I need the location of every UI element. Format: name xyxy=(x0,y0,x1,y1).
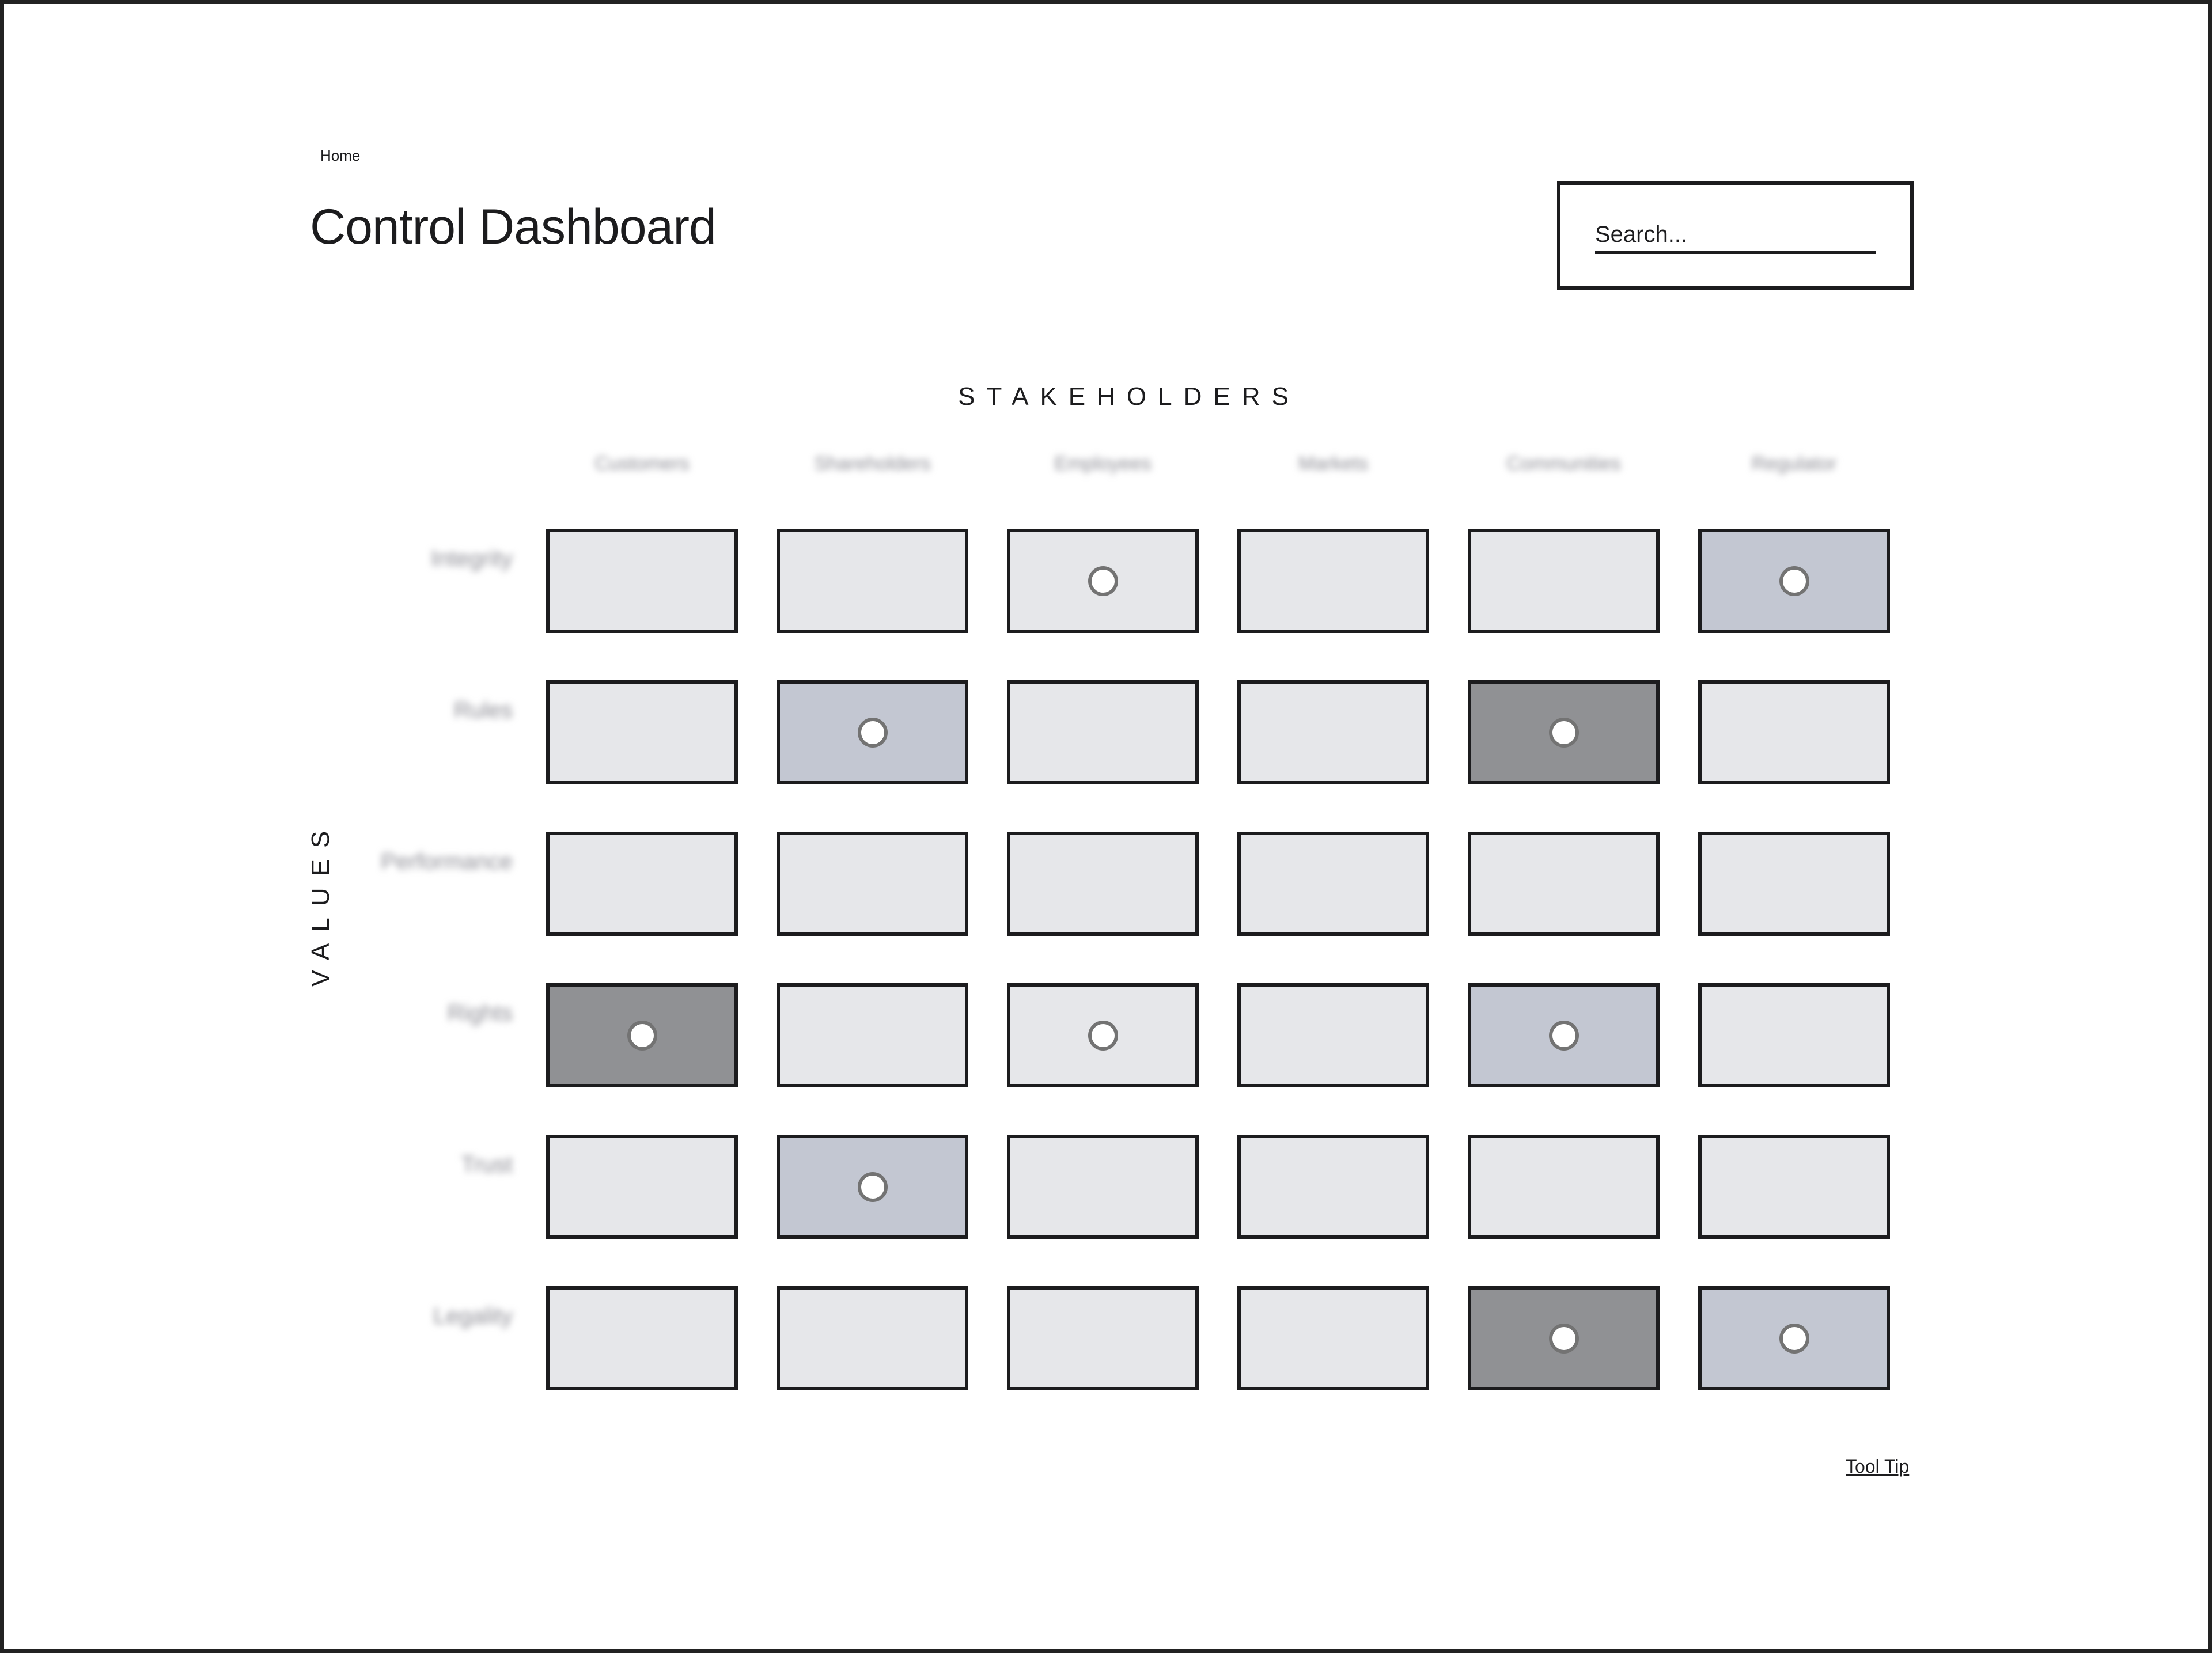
matrix-cell-legality-shareholders[interactable] xyxy=(777,1286,968,1390)
matrix-cell-rights-communities[interactable] xyxy=(1468,983,1660,1087)
circle-marker-icon xyxy=(1548,1323,1579,1354)
matrix-cell-legality-regulator[interactable] xyxy=(1698,1286,1890,1390)
matrix-cell-rules-markets[interactable] xyxy=(1237,680,1429,784)
matrix-cell-legality-communities[interactable] xyxy=(1468,1286,1660,1390)
circle-marker-icon xyxy=(1548,717,1579,748)
matrix-cell-rights-regulator[interactable] xyxy=(1698,983,1890,1087)
row-header-integrity: Integrity xyxy=(430,546,513,571)
matrix-cell-integrity-shareholders[interactable] xyxy=(777,529,968,633)
circle-marker-icon xyxy=(1779,1323,1809,1354)
matrix-cell-legality-employees[interactable] xyxy=(1007,1286,1199,1390)
matrix-cell-integrity-regulator[interactable] xyxy=(1698,529,1890,633)
matrix-cell-trust-shareholders[interactable] xyxy=(777,1135,968,1239)
matrix-cell-rules-shareholders[interactable] xyxy=(777,680,968,784)
circle-marker-icon xyxy=(1088,566,1118,596)
column-header-customers: Customers xyxy=(594,453,690,475)
matrix-cell-performance-regulator[interactable] xyxy=(1698,832,1890,936)
matrix-cell-rules-communities[interactable] xyxy=(1468,680,1660,784)
column-header-shareholders: Shareholders xyxy=(814,453,931,475)
search-box xyxy=(1557,181,1914,290)
matrix-cell-integrity-employees[interactable] xyxy=(1007,529,1199,633)
matrix-cell-rules-regulator[interactable] xyxy=(1698,680,1890,784)
matrix-cell-performance-customers[interactable] xyxy=(546,832,738,936)
matrix-cell-performance-markets[interactable] xyxy=(1237,832,1429,936)
matrix-cell-performance-employees[interactable] xyxy=(1007,832,1199,936)
matrix-cell-trust-employees[interactable] xyxy=(1007,1135,1199,1239)
matrix-cell-rights-customers[interactable] xyxy=(546,983,738,1087)
matrix-cell-legality-markets[interactable] xyxy=(1237,1286,1429,1390)
matrix-cell-rules-customers[interactable] xyxy=(546,680,738,784)
circle-marker-icon xyxy=(627,1020,657,1051)
tooltip-link[interactable]: Tool Tip xyxy=(1846,1456,1910,1477)
search-input[interactable] xyxy=(1595,218,1876,254)
matrix-cell-rights-shareholders[interactable] xyxy=(777,983,968,1087)
row-header-rights: Rights xyxy=(447,1000,513,1026)
row-header-legality: Legality xyxy=(433,1303,513,1329)
matrix-cell-performance-communities[interactable] xyxy=(1468,832,1660,936)
stakeholders-axis-title: STAKEHOLDERS xyxy=(958,382,1300,411)
page-title: Control Dashboard xyxy=(310,199,717,255)
circle-marker-icon xyxy=(857,1171,888,1202)
circle-marker-icon xyxy=(1779,566,1809,596)
matrix-cell-trust-markets[interactable] xyxy=(1237,1135,1429,1239)
matrix-cell-trust-customers[interactable] xyxy=(546,1135,738,1239)
matrix-cell-trust-regulator[interactable] xyxy=(1698,1135,1890,1239)
matrix-cell-legality-customers[interactable] xyxy=(546,1286,738,1390)
matrix-cell-rules-employees[interactable] xyxy=(1007,680,1199,784)
circle-marker-icon xyxy=(1088,1020,1118,1051)
column-header-employees: Employees xyxy=(1054,453,1152,475)
matrix-cell-performance-shareholders[interactable] xyxy=(777,832,968,936)
column-header-communities: Communities xyxy=(1506,453,1621,475)
column-header-markets: Markets xyxy=(1298,453,1368,475)
breadcrumb-home-link[interactable]: Home xyxy=(320,147,361,164)
matrix-cell-rights-markets[interactable] xyxy=(1237,983,1429,1087)
matrix-cell-trust-communities[interactable] xyxy=(1468,1135,1660,1239)
row-header-rules: Rules xyxy=(453,697,513,723)
column-header-regulator: Regulator xyxy=(1751,453,1837,475)
circle-marker-icon xyxy=(1548,1020,1579,1051)
matrix-cell-integrity-communities[interactable] xyxy=(1468,529,1660,633)
row-header-performance: Performance xyxy=(381,849,513,874)
matrix-cell-integrity-customers[interactable] xyxy=(546,529,738,633)
circle-marker-icon xyxy=(857,717,888,748)
matrix-cell-integrity-markets[interactable] xyxy=(1237,529,1429,633)
matrix-cell-rights-employees[interactable] xyxy=(1007,983,1199,1087)
row-header-trust: Trust xyxy=(461,1152,513,1177)
values-axis-title: VALUES xyxy=(306,819,335,987)
